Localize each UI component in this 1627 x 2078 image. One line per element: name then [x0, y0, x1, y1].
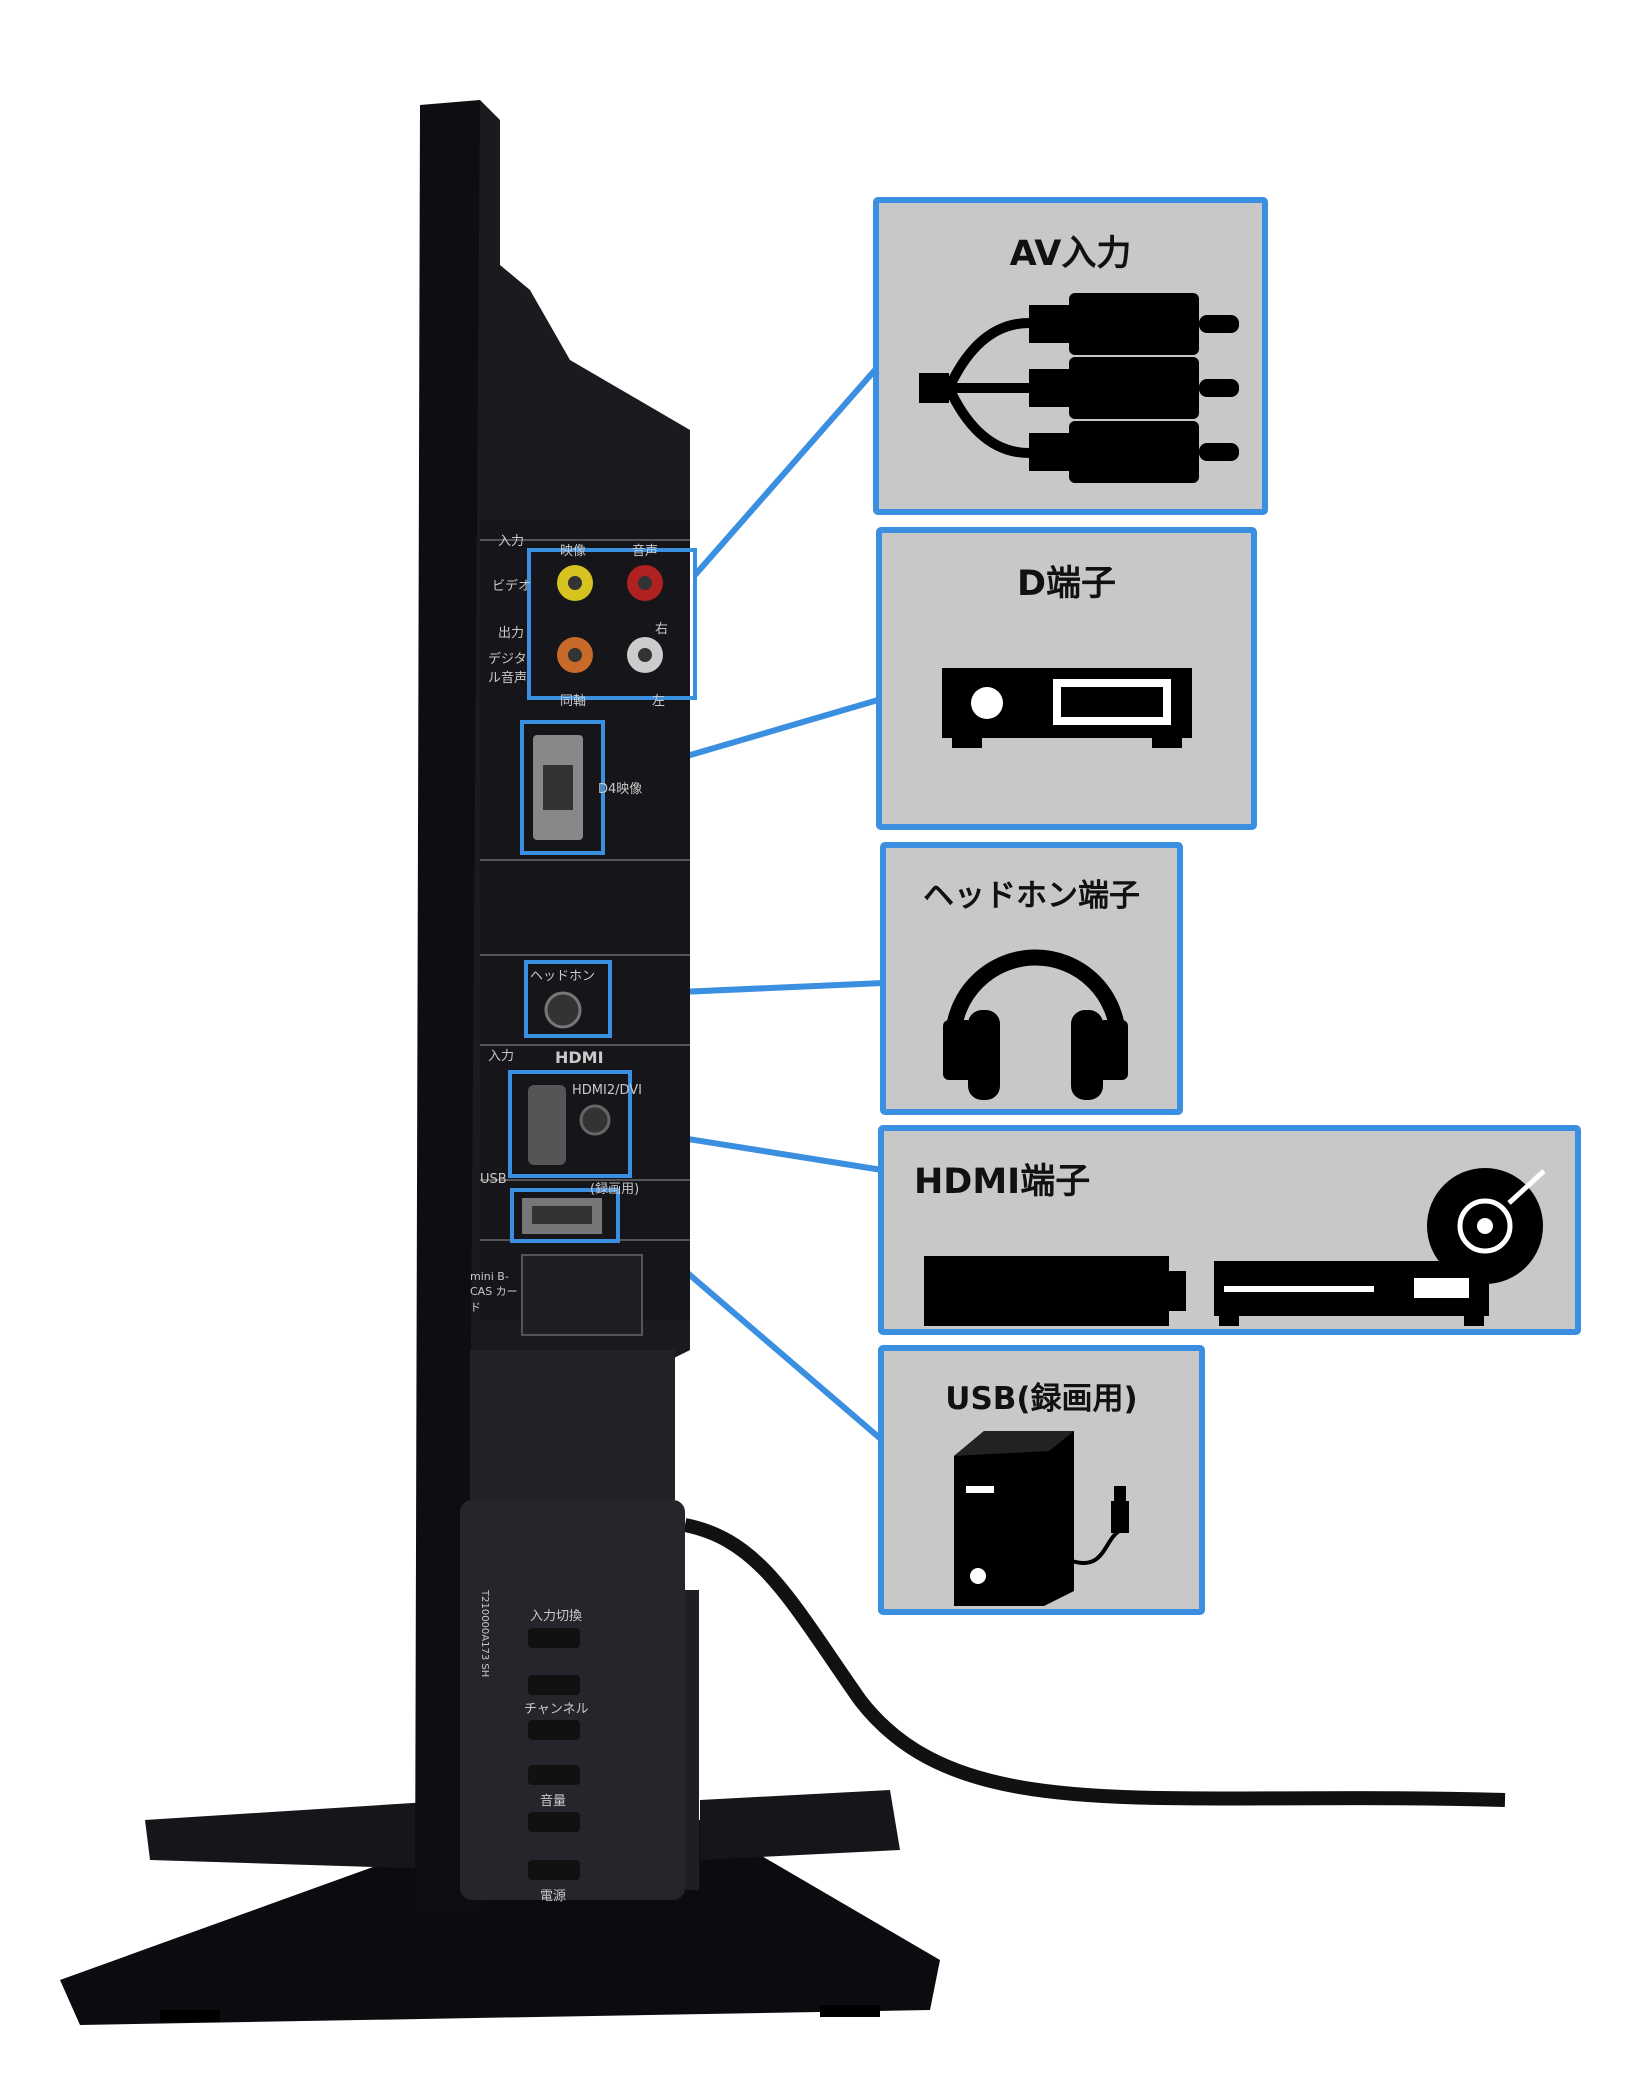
callout-av-input: AV入力 [873, 197, 1268, 515]
volume-up-button[interactable] [528, 1765, 580, 1785]
highlight-usb-port [510, 1188, 620, 1243]
tv-label-volume: 音量 [540, 1794, 567, 1809]
callout-headphone-title: ヘッドホン端子 [923, 878, 1140, 914]
callout-d-title: D端子 [1016, 564, 1117, 604]
input-switch-button[interactable] [528, 1628, 580, 1648]
highlight-headphone-port [524, 960, 612, 1038]
highlight-d4-port [520, 720, 605, 855]
rca-cable-icon [919, 293, 1239, 483]
disc-recorder-icon [924, 1168, 1546, 1326]
tv-label-bcas: mini B-CAS カード [470, 1270, 518, 1314]
tv-body [415, 100, 699, 1915]
tv-label-right: 右 [655, 622, 669, 637]
tv-label-hdmi-port: HDMI2/DVI [572, 1083, 642, 1098]
callout-usb-title: USB(録画用) [945, 1381, 1138, 1417]
tv-label-video: 映像 [560, 544, 587, 559]
highlight-av-ports [527, 548, 697, 700]
power-button[interactable] [528, 1860, 580, 1880]
tv-label-left: 左 [652, 694, 666, 709]
tv-label-video-in: ビデオ [492, 579, 532, 594]
tv-label-input2: 入力 [488, 1049, 515, 1064]
tv-label-coax: 同軸 [560, 694, 587, 709]
tv-label-headphone: ヘッドホン [530, 969, 596, 984]
callout-av-title: AV入力 [1009, 234, 1132, 274]
volume-down-button[interactable] [528, 1812, 580, 1832]
tv-label-usb-rec: (録画用) [590, 1182, 640, 1197]
tv-label-output: 出力 [498, 626, 525, 641]
usb-hdd-icon [954, 1431, 1129, 1606]
player-device-icon [942, 668, 1192, 748]
tv-label-power: 電源 [540, 1889, 567, 1904]
tv-label-audio: 音声 [632, 544, 659, 559]
channel-down-button[interactable] [528, 1720, 580, 1740]
headphone-jack-icon [544, 991, 582, 1029]
callout-d-terminal: D端子 [876, 527, 1257, 830]
headphones-icon [943, 949, 1128, 1100]
tv-label-channel: チャンネル [524, 1702, 589, 1717]
tv-label-d4: D4映像 [598, 782, 643, 797]
line-av [692, 368, 878, 577]
tv-label-digital-audio: デジタル音声 [488, 652, 528, 686]
callout-headphone: ヘッドホン端子 [880, 842, 1183, 1115]
callout-hdmi-title: HDMI端子 [914, 1162, 1091, 1202]
tv-label-input-switch: 入力切換 [530, 1609, 583, 1624]
channel-up-button[interactable] [528, 1675, 580, 1695]
tv-label-hdmi-logo: HDMI [555, 1048, 604, 1067]
tv-label-serial: T210000A173 SH [479, 1590, 490, 1678]
tv-label-usb: USB [480, 1172, 507, 1187]
tv-label-input1: 入力 [498, 534, 525, 549]
callout-usb: USB(録画用) [878, 1345, 1205, 1615]
tv-stand [60, 1790, 940, 2025]
power-cable [683, 1518, 1506, 1807]
highlight-hdmi-port [508, 1070, 632, 1178]
bcas-slot [521, 1254, 643, 1336]
hdmi-port-icon [528, 1085, 566, 1165]
callout-hdmi: HDMI端子 [878, 1125, 1581, 1335]
